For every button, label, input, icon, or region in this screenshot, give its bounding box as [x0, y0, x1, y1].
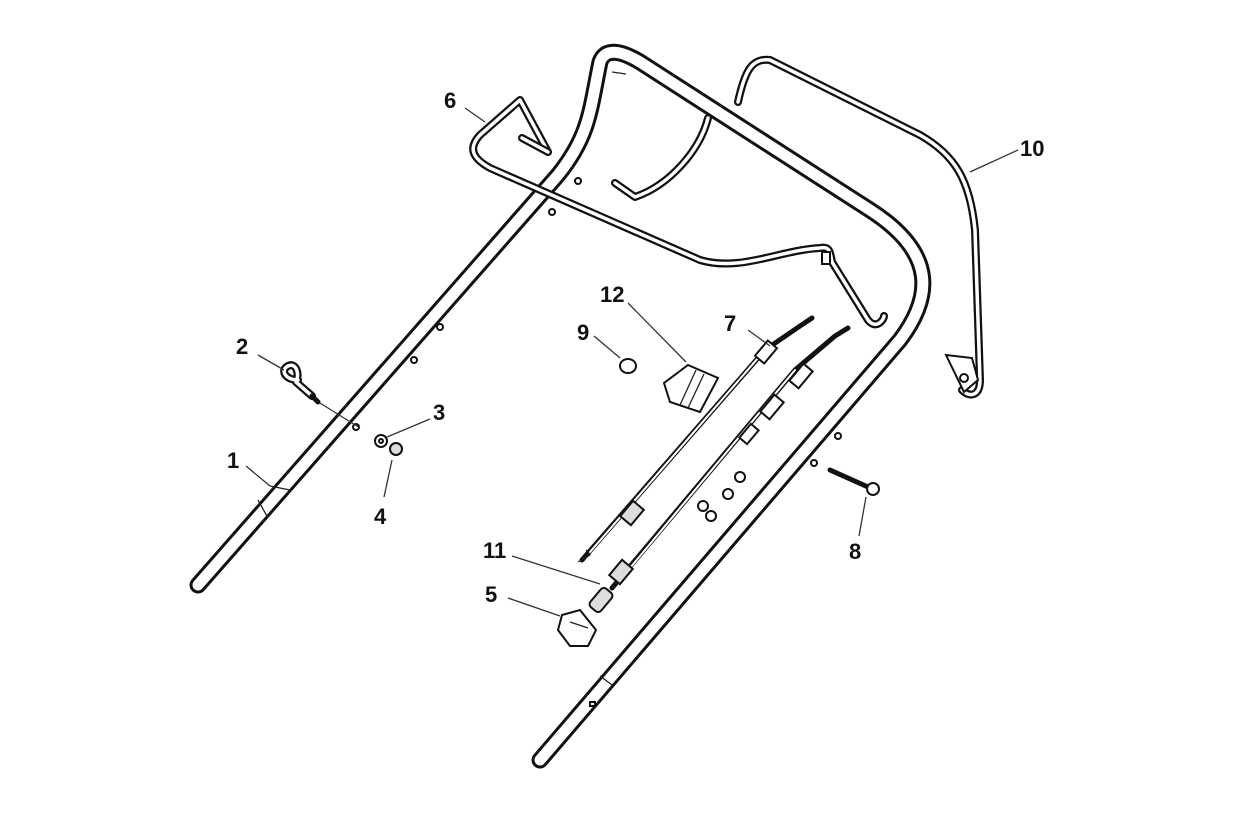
nut	[389, 442, 403, 456]
callout-4: 4	[374, 504, 387, 529]
callout-12: 12	[600, 282, 624, 307]
leader-lines	[245, 107, 1019, 617]
cable-guide-bracket	[662, 363, 720, 414]
spacer-bush	[619, 358, 637, 374]
control-cables	[577, 315, 851, 591]
grass-bag-frame	[469, 96, 888, 329]
cable-clip	[556, 608, 598, 647]
cable-spring	[588, 586, 614, 614]
main-handle	[189, 43, 932, 769]
callout-10: 10	[1020, 136, 1044, 161]
callout-2: 2	[236, 334, 248, 359]
callout-3: 3	[433, 400, 445, 425]
callout-5: 5	[485, 582, 497, 607]
cable-hook-bolt	[280, 361, 321, 405]
callout-6: 6	[444, 88, 456, 113]
callout-11: 11	[483, 538, 506, 563]
callout-7: 7	[724, 311, 736, 336]
callout-1: 1	[227, 448, 239, 473]
handle-bolt	[827, 467, 880, 496]
callout-8: 8	[849, 539, 861, 564]
operator-presence-bail	[734, 55, 984, 399]
callout-9: 9	[577, 320, 589, 345]
